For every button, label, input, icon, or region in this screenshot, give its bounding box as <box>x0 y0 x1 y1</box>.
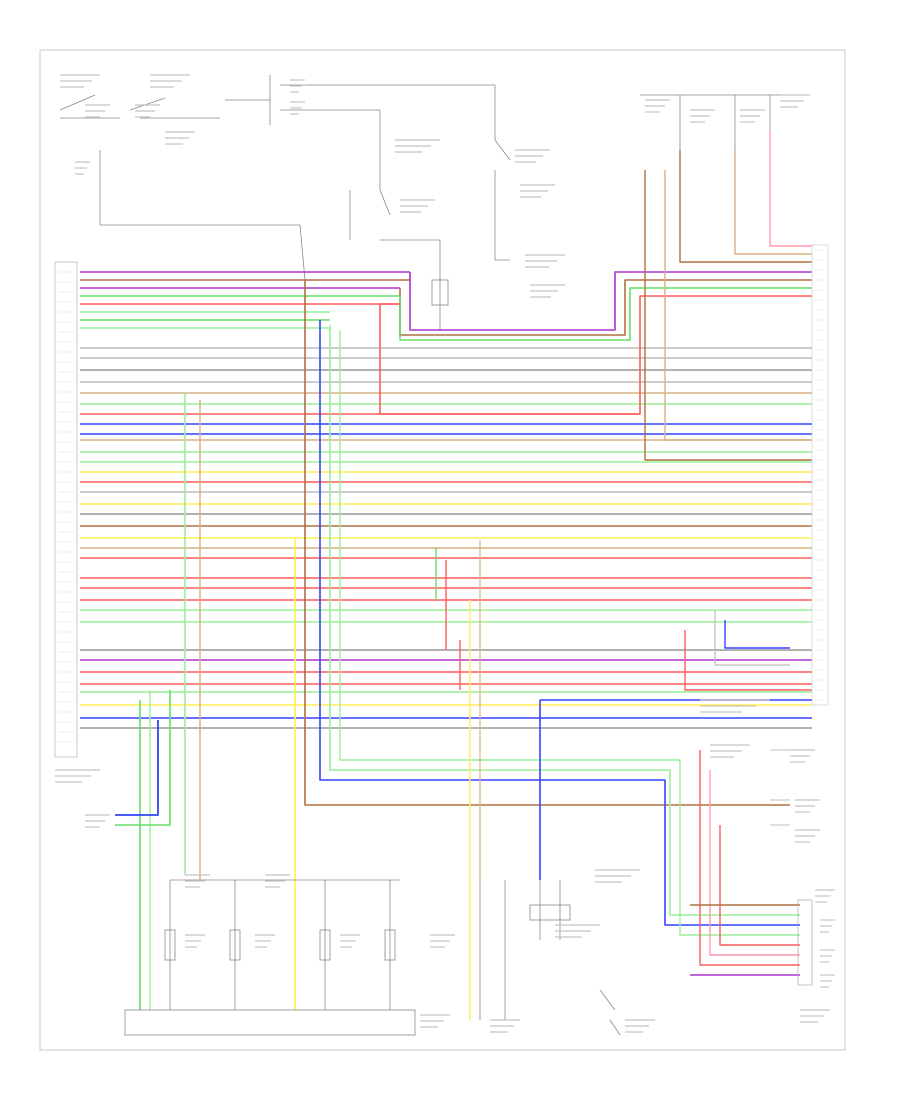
sensor-wire <box>644 170 812 461</box>
lower-wire <box>709 770 800 956</box>
injector-1 <box>164 929 176 961</box>
main-relay <box>349 110 511 330</box>
top-right-sensors <box>640 94 780 150</box>
harness-wire <box>399 287 812 341</box>
lower-wire <box>719 825 800 946</box>
injectors <box>124 879 416 1036</box>
injector-2 <box>229 929 241 961</box>
ecm <box>54 261 78 758</box>
drop-wire <box>115 720 159 816</box>
right-pin-labels <box>815 249 825 701</box>
ecm-pin-labels <box>58 271 74 743</box>
diagram-frame <box>39 49 846 1051</box>
ground-symbol <box>599 989 621 1036</box>
ignition-switch <box>59 75 496 281</box>
vehicle-speed-sensor <box>770 749 813 986</box>
injector-4 <box>384 929 396 961</box>
lower-wire <box>714 610 790 666</box>
lower-wire <box>699 750 800 966</box>
data-link-connector <box>479 880 571 1020</box>
harness-wire <box>409 271 812 331</box>
annotation-marks <box>55 74 835 1033</box>
sensor-wire <box>769 130 812 247</box>
drop-wire <box>329 325 800 916</box>
drop-wire <box>115 690 171 826</box>
drop-wire <box>339 330 800 936</box>
sensor-wire <box>679 150 812 263</box>
harness-wire <box>379 295 812 415</box>
injector-3 <box>319 929 331 961</box>
sensor-wire <box>664 170 812 441</box>
right-connector <box>811 244 829 706</box>
sensor-wire <box>734 150 812 255</box>
wire-harness <box>80 130 812 1020</box>
lower-wire <box>724 620 790 649</box>
drop-wire <box>304 280 790 806</box>
lower-wire <box>684 630 812 691</box>
